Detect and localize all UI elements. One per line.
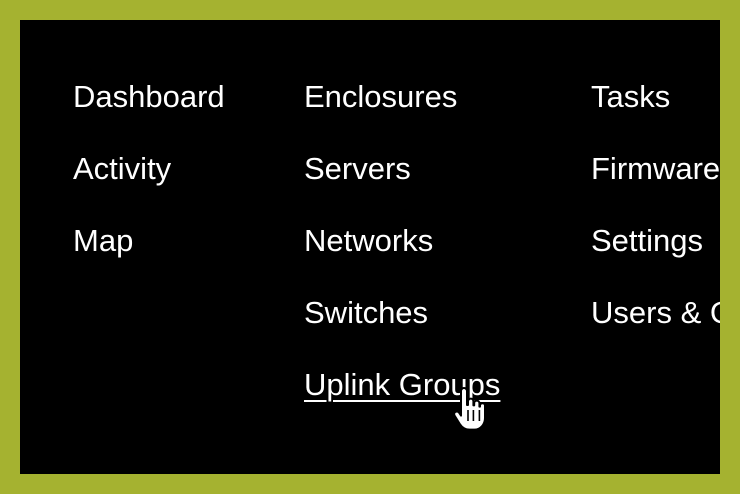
menu-item-networks[interactable]: Networks bbox=[304, 223, 434, 258]
menu-item-switches[interactable]: Switches bbox=[304, 295, 429, 330]
menu-item-users-groups[interactable]: Users & Groups bbox=[591, 295, 720, 330]
menu-item-map[interactable]: Map bbox=[73, 223, 134, 258]
menu-item-activity[interactable]: Activity bbox=[73, 151, 172, 186]
hand-pointer-icon bbox=[453, 387, 486, 431]
menu-item-tasks[interactable]: Tasks bbox=[591, 79, 671, 114]
menu-item-dashboard[interactable]: Dashboard bbox=[73, 79, 225, 114]
main-menu-panel: Dashboard Activity Map Enclosures Server… bbox=[20, 20, 720, 474]
menu-item-enclosures[interactable]: Enclosures bbox=[304, 79, 458, 114]
menu-item-servers[interactable]: Servers bbox=[304, 151, 411, 186]
menu-item-firmware[interactable]: Firmware bbox=[591, 151, 720, 186]
menu-item-settings[interactable]: Settings bbox=[591, 223, 704, 258]
